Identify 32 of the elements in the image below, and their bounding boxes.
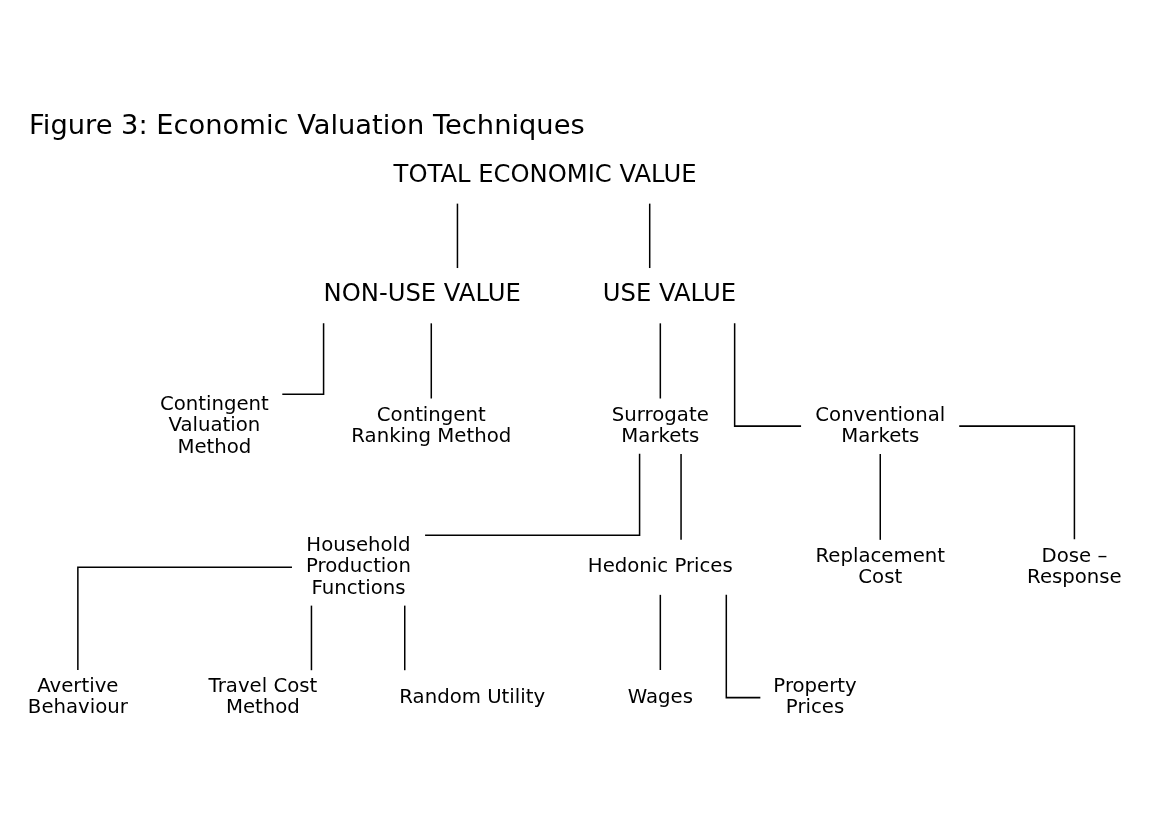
connector <box>456 202 459 269</box>
connector <box>680 452 682 541</box>
connector <box>725 593 762 698</box>
node-text: Property Prices <box>773 673 857 718</box>
connector <box>879 452 881 541</box>
node-text: Dose – Response <box>1027 543 1122 588</box>
node-text: Replacement Cost <box>815 543 945 588</box>
node-text: Wages <box>627 684 693 708</box>
connector <box>424 452 641 536</box>
node-text: USE VALUE <box>602 277 737 307</box>
diagram-title: Figure 3: Economic Valuation Techniques <box>29 108 585 140</box>
connector <box>77 565 293 671</box>
node-text: Contingent Ranking Method <box>351 402 512 447</box>
node-text: Hedonic Prices <box>587 553 733 577</box>
node-text: NON-USE VALUE <box>323 277 521 307</box>
node-text: Contingent Valuation Method <box>159 391 269 458</box>
node-text: Random Utility <box>399 684 546 708</box>
connector <box>430 322 433 399</box>
node-text: Conventional Markets <box>815 402 946 447</box>
connector <box>733 322 802 427</box>
node-text: Household Production Functions <box>306 532 411 599</box>
connector <box>958 424 1076 540</box>
connector <box>659 322 662 399</box>
connector <box>404 604 406 671</box>
node-text: TOTAL ECONOMIC VALUE <box>393 158 697 188</box>
node-text: Avertive Behaviour <box>27 673 128 718</box>
connector <box>648 202 651 269</box>
connector <box>659 593 662 671</box>
connector <box>310 604 313 671</box>
connector <box>281 321 325 395</box>
node-text: Surrogate Markets <box>611 402 709 447</box>
node-text: Travel Cost Method <box>208 673 318 718</box>
